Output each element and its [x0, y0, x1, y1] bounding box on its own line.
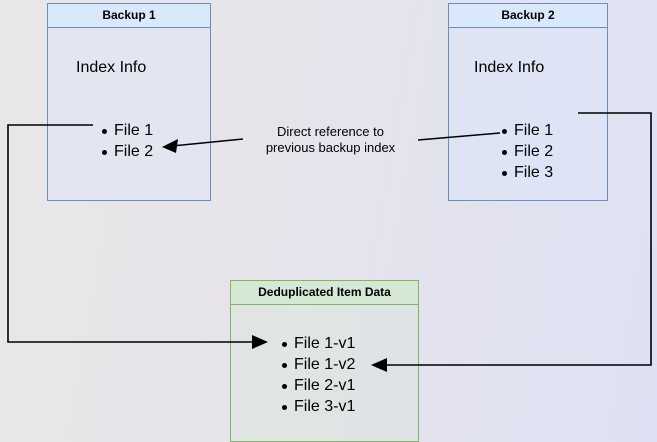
node-backup-1-body: Index Info File 1 File 2 — [48, 28, 210, 200]
list-item: File 2 — [101, 143, 154, 160]
backup-1-file-list: File 1 File 2 — [96, 120, 153, 162]
node-backup-2-header: Backup 2 — [449, 4, 607, 28]
node-dedup-body: File 1-v1 File 1-v2 File 2-v1 File 3-v1 — [231, 305, 418, 441]
list-item: File 1 — [501, 122, 554, 139]
node-backup-2[interactable]: Backup 2 Index Info File 1 File 2 File 3 — [448, 3, 608, 201]
backup-2-file-list: File 1 File 2 File 3 — [496, 120, 553, 183]
node-deduplicated-item-data[interactable]: Deduplicated Item Data File 1-v1 File 1-… — [230, 280, 419, 442]
node-backup-2-body: Index Info File 1 File 2 File 3 — [449, 28, 607, 200]
list-item: File 3-v1 — [281, 398, 356, 415]
node-dedup-header: Deduplicated Item Data — [231, 281, 418, 305]
dedup-file-list: File 1-v1 File 1-v2 File 2-v1 File 3-v1 — [276, 333, 355, 417]
node-backup-1[interactable]: Backup 1 Index Info File 1 File 2 — [47, 3, 211, 201]
list-item: File 2 — [501, 143, 554, 160]
backup-2-index-info-label: Index Info — [474, 59, 545, 76]
list-item: File 2-v1 — [281, 377, 356, 394]
node-backup-1-header: Backup 1 — [48, 4, 210, 28]
backup-1-index-info-label: Index Info — [76, 59, 147, 76]
list-item: File 1-v1 — [281, 335, 356, 352]
list-item: File 1 — [101, 122, 154, 139]
list-item: File 3 — [501, 164, 554, 181]
direct-reference-label: Direct reference to previous backup inde… — [265, 124, 396, 155]
list-item: File 1-v2 — [281, 356, 356, 373]
